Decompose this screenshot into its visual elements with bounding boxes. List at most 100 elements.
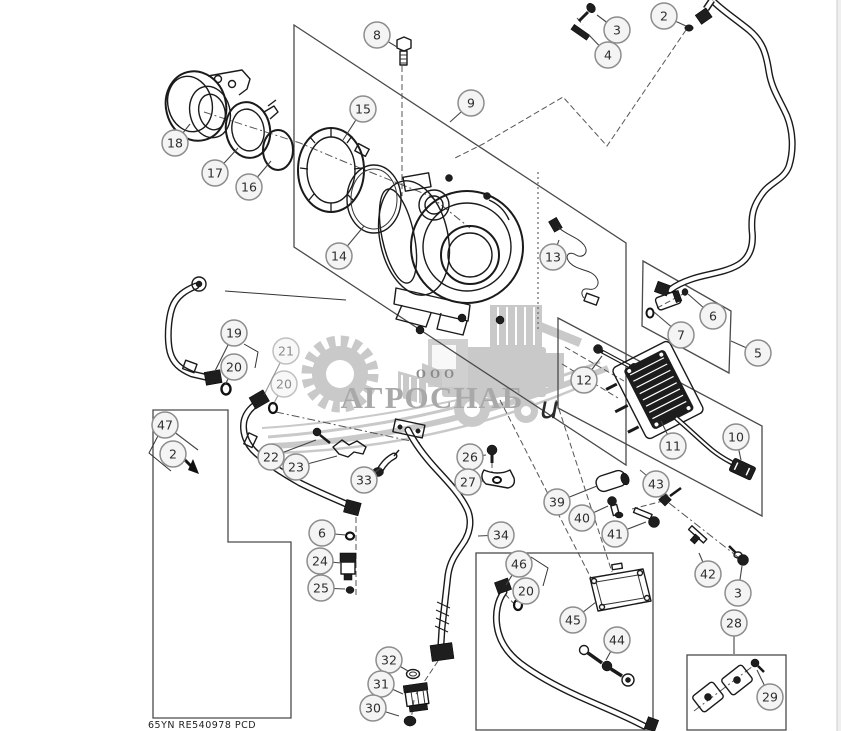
bolt-3-bottom <box>728 545 749 566</box>
svg-text:43: 43 <box>648 476 664 491</box>
callout-2[interactable]: 2 <box>159 440 187 468</box>
callout-3[interactable]: 3 <box>724 565 752 607</box>
callout-18[interactable]: 18 <box>161 123 191 157</box>
callout-7[interactable]: 7 <box>653 311 695 349</box>
connector-10 <box>728 458 756 481</box>
callout-29[interactable]: 29 <box>756 669 784 711</box>
callout-23[interactable]: 23 <box>282 453 338 481</box>
callout-27[interactable]: 27 <box>454 468 485 496</box>
callout-12[interactable]: 12 <box>570 355 603 394</box>
callout-6[interactable]: 6 <box>687 293 727 330</box>
callout-41[interactable]: 41 <box>601 520 647 548</box>
callout-42[interactable]: 42 <box>694 552 722 588</box>
svg-text:27: 27 <box>460 474 476 489</box>
callout-19[interactable]: 19 <box>214 319 248 372</box>
callout-46[interactable]: 46 <box>505 550 533 586</box>
callout-33[interactable]: 33 <box>350 466 382 494</box>
svg-text:12: 12 <box>576 372 592 387</box>
o-ring-2 <box>684 24 694 32</box>
box-group-28 <box>686 654 787 731</box>
sensor-43 <box>658 486 682 507</box>
svg-text:16: 16 <box>241 179 257 194</box>
bracket-27 <box>481 469 516 489</box>
callout-44[interactable]: 44 <box>603 626 631 661</box>
svg-text:26: 26 <box>462 449 478 464</box>
callout-34[interactable]: 34 <box>477 521 515 549</box>
callout-5[interactable]: 5 <box>730 339 772 367</box>
callout-20[interactable]: 20 <box>270 370 298 406</box>
callout-24[interactable]: 24 <box>306 547 342 575</box>
pipes <box>164 0 796 731</box>
svg-text:7: 7 <box>677 327 685 342</box>
fitting-7 <box>645 289 683 319</box>
svg-text:33: 33 <box>356 472 372 487</box>
callout-31[interactable]: 31 <box>367 670 404 698</box>
gasket-45 <box>589 562 652 612</box>
svg-text:22: 22 <box>263 449 279 464</box>
callout-45[interactable]: 45 <box>559 601 597 634</box>
callout-26[interactable]: 26 <box>456 443 487 471</box>
callout-17[interactable]: 17 <box>201 147 239 187</box>
adapter-18 <box>164 69 251 142</box>
svg-text:20: 20 <box>226 359 242 374</box>
svg-text:17: 17 <box>207 165 223 180</box>
callout-14[interactable]: 14 <box>325 225 365 270</box>
callout-20[interactable]: 20 <box>220 353 248 386</box>
callout-3[interactable]: 3 <box>596 14 631 44</box>
svg-text:39: 39 <box>549 494 565 509</box>
gasket-14 <box>346 164 402 234</box>
svg-text:46: 46 <box>511 556 527 571</box>
vband-ring-15 <box>297 127 370 213</box>
callout-25[interactable]: 25 <box>307 574 346 602</box>
nut-30 <box>403 715 417 727</box>
callout-39[interactable]: 39 <box>543 485 598 516</box>
callout-40[interactable]: 40 <box>568 504 609 532</box>
callout-32[interactable]: 32 <box>375 646 409 674</box>
callout-43[interactable]: 43 <box>642 470 670 498</box>
seal-ring-16 <box>262 129 294 171</box>
o-ring-20 <box>220 382 232 396</box>
callout-4[interactable]: 4 <box>588 34 622 69</box>
callout-13[interactable]: 13 <box>539 239 567 271</box>
callout-30[interactable]: 30 <box>359 694 400 722</box>
callout-20[interactable]: 20 <box>512 577 540 605</box>
bolt-22 <box>312 427 331 444</box>
watermark: ООО АГРОСНАБ <box>261 305 610 455</box>
clamp-17 <box>224 99 279 159</box>
callout-22[interactable]: 22 <box>257 439 317 471</box>
callout-21[interactable]: 21 <box>263 337 300 396</box>
clamp-kit-28 <box>692 658 765 713</box>
bolt-3-top <box>577 3 596 23</box>
o-ring-6 <box>681 288 689 296</box>
callout-16[interactable]: 16 <box>235 160 272 201</box>
callout-15[interactable]: 15 <box>342 95 377 141</box>
svg-text:34: 34 <box>493 527 509 542</box>
svg-text:32: 32 <box>381 652 397 667</box>
stud-42 <box>687 525 708 545</box>
fitting-31 <box>402 682 430 713</box>
callout-8[interactable]: 8 <box>363 21 398 49</box>
svg-text:23: 23 <box>288 459 304 474</box>
svg-text:19: 19 <box>226 325 242 340</box>
callout-6[interactable]: 6 <box>308 519 347 547</box>
svg-text:14: 14 <box>331 248 347 263</box>
svg-text:47: 47 <box>157 417 173 432</box>
svg-text:31: 31 <box>373 676 389 691</box>
box-group-9 <box>293 23 627 467</box>
svg-text:11: 11 <box>665 438 681 453</box>
svg-text:2: 2 <box>169 446 177 461</box>
callout-10[interactable]: 10 <box>722 423 750 461</box>
callout-9[interactable]: 9 <box>449 89 485 123</box>
box-group-5 <box>641 259 732 375</box>
svg-text:15: 15 <box>355 101 371 116</box>
svg-text:21: 21 <box>278 343 294 358</box>
control-module-11 <box>605 340 756 481</box>
callout-47[interactable]: 47 <box>151 411 199 451</box>
callout-11[interactable]: 11 <box>659 420 687 460</box>
callout-2[interactable]: 2 <box>650 2 687 30</box>
callout-28[interactable]: 28 <box>720 609 748 654</box>
svg-text:3: 3 <box>734 585 742 600</box>
watermark-org-prefix: ООО <box>416 366 458 381</box>
